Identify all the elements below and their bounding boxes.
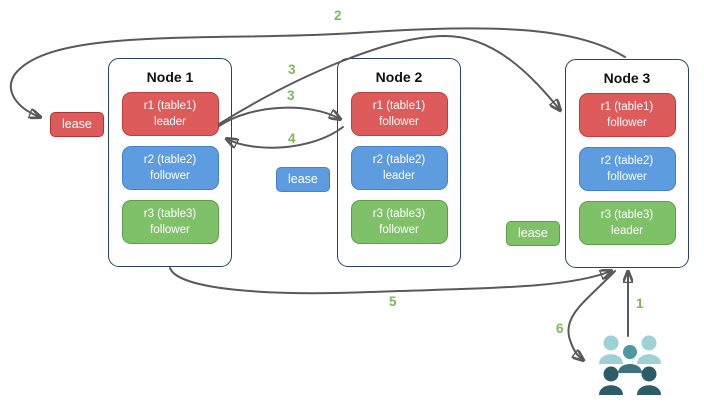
replica-r2-node3: r2 (table2) follower (578, 147, 676, 191)
replica-role: follower (379, 116, 419, 128)
step-label-2: 2 (334, 8, 342, 23)
replica-r1-node1: r1 (table1) leader (121, 92, 219, 136)
replica-name: r2 (table2) (600, 154, 654, 167)
arrow-step4-node2r1-to-node1r1 (227, 126, 344, 149)
replica-r3-node2: r3 (table3) follower (350, 200, 448, 244)
replica-name: r1 (table1) (143, 99, 197, 112)
person-center (618, 345, 642, 373)
step-label-4: 4 (288, 131, 296, 146)
replica-name: r3 (table3) (143, 207, 197, 220)
node-box-3: Node 3 r1 (table1) follower r2 (table2) … (565, 59, 689, 268)
node-box-1: Node 1 r1 (table1) leader r2 (table2) fo… (108, 58, 232, 267)
replica-name: r2 (table2) (372, 153, 426, 166)
replica-name: r1 (table1) (600, 100, 654, 113)
replica-r2-node1: r2 (table2) follower (121, 146, 219, 190)
arrow-step3-node1r1-to-node2r1 (218, 106, 340, 127)
node-title: Node 2 (375, 69, 423, 85)
node-box-2: Node 2 r1 (table1) follower r2 (table2) … (337, 58, 461, 267)
arrow-step6-node3-to-users (567, 270, 616, 360)
replica-name: r3 (table3) (600, 208, 654, 221)
arrow-step5-node1-to-node3 (169, 267, 611, 295)
replica-r2-node2: r2 (table2) leader (350, 146, 448, 190)
replica-role: leader (611, 225, 643, 237)
step-label-6: 6 (556, 321, 564, 336)
replica-name: r3 (table3) (372, 207, 426, 220)
step-label-1: 1 (636, 296, 644, 311)
node-title: Node 1 (146, 69, 194, 85)
replica-role: leader (154, 116, 186, 128)
replica-role: follower (607, 117, 647, 129)
replica-r1-node3: r1 (table1) follower (578, 93, 676, 137)
replica-role: leader (383, 170, 415, 182)
replica-r3-node3: r3 (table3) leader (578, 201, 676, 245)
person-front-left (599, 366, 623, 395)
step-label-3a: 3 (288, 62, 296, 77)
replica-role: follower (150, 170, 190, 182)
lease-badge-r1: lease (50, 112, 104, 137)
arrow-step3-node1r1-to-node3r1 (218, 34, 560, 125)
step-label-3b: 3 (287, 88, 295, 103)
person-front-right (637, 366, 661, 395)
replica-name: r2 (table2) (143, 153, 197, 166)
replica-role: follower (379, 224, 419, 236)
replica-role: follower (607, 171, 647, 183)
replica-role: follower (150, 224, 190, 236)
lease-badge-r2: lease (276, 167, 330, 192)
person-back-left (599, 335, 623, 364)
replica-r1-node2: r1 (table1) follower (350, 92, 448, 136)
lease-badge-r3: lease (506, 221, 560, 246)
replica-name: r1 (table1) (372, 99, 426, 112)
arrow-step2-node3-to-lease1 (9, 27, 626, 117)
replica-r3-node1: r3 (table3) follower (121, 200, 219, 244)
node-title: Node 3 (603, 70, 651, 86)
person-back-right (637, 335, 661, 364)
step-label-5: 5 (389, 294, 397, 309)
users-icon (599, 335, 661, 395)
